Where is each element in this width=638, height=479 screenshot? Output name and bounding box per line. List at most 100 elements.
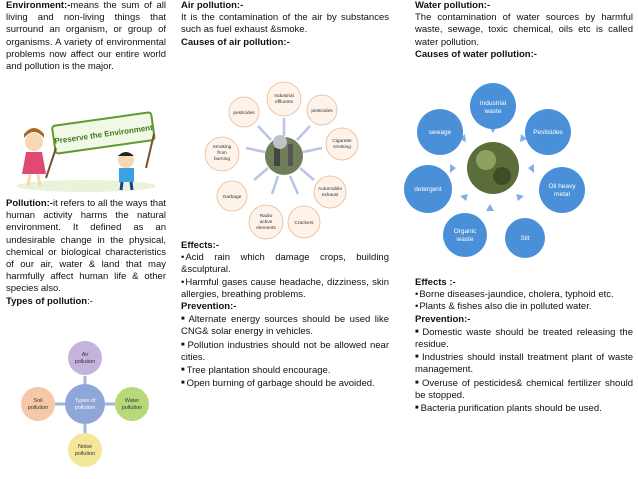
types-heading: Types of pollution:- — [6, 296, 166, 308]
air-cause-crackers: Crackers — [287, 205, 321, 239]
types-label: Types of pollution — [6, 295, 88, 307]
svg-text:pollution: pollution — [75, 405, 96, 411]
air-causes-title: Causes of air pollution:- — [181, 36, 290, 48]
water-effect-item: Borne diseases-jaundice, cholera, typhoi… — [415, 289, 633, 301]
air-cause-smoking-burning-label: Smoking — [213, 144, 232, 150]
types-of-pollution-diagram: Types of pollution Air pollution Water p… — [21, 341, 149, 467]
environment-text: means the sum of all living and non-livi… — [6, 0, 166, 73]
air-effect-item: Harmful gases cause headache, dizziness,… — [181, 277, 389, 301]
water-prevention-item: Domestic waste should be treated releasi… — [415, 326, 633, 351]
pollution-definition: Pollution:-it refers to all the ways tha… — [6, 198, 166, 308]
soil-pollution-label: Soil — [33, 398, 42, 404]
svg-text:waste: waste — [456, 236, 474, 243]
svg-text:elements: elements — [256, 225, 276, 231]
air-cause-pesticides-left: pesticides — [228, 96, 260, 128]
water-prevention-item: Industries should install treatment plan… — [415, 351, 633, 376]
noise-pollution-label: Noise — [78, 444, 92, 450]
air-center-photo — [265, 135, 303, 175]
water-effects-section: Effects :- Borne diseases-jaundice, chol… — [415, 277, 633, 415]
air-pollution-label: Air — [82, 352, 89, 358]
air-prevention-title: Prevention:- — [181, 301, 237, 313]
air-cause-pesticides-right: pesticides — [306, 94, 338, 126]
column-water-pollution: Water pollution:- The contamination of w… — [415, 0, 633, 61]
air-prevention-item: Open burning of garbage should be avoide… — [181, 377, 389, 390]
air-cause-garbage-label: Garbage — [223, 194, 242, 200]
air-prevention-item: Tree plantation should encourage. — [181, 364, 389, 377]
air-intro: It is the contamination of the air by su… — [181, 12, 389, 36]
air-prevention-item: Alternate energy sources should be used … — [181, 313, 389, 338]
water-cause-detergent: detergent — [404, 165, 452, 213]
svg-text:pollution: pollution — [122, 405, 143, 411]
water-prevention-title: Prevention:- — [415, 313, 471, 325]
air-cause-automobile-label: Automobile — [318, 186, 342, 192]
air-cause-cigarette-label: Cigarette — [332, 138, 352, 144]
water-pollution-label: Water — [125, 398, 140, 404]
water-cause-pesticides-label: Pesticides — [533, 129, 563, 136]
svg-text:exhaust: exhaust — [322, 192, 339, 198]
air-title: Air pollution:- — [181, 0, 244, 11]
air-cause-crackers-label: Crackers — [294, 220, 314, 226]
pollution-paragraph: Pollution:-it refers to all the ways tha… — [6, 198, 166, 296]
svg-text:smoking: smoking — [333, 144, 351, 150]
water-center-photo — [467, 142, 519, 194]
types-center-label: Types of — [75, 398, 96, 404]
water-cause-sewage: sewage — [417, 109, 463, 155]
types-suffix: :- — [87, 295, 93, 307]
water-causes-title: Causes of water pollution:- — [415, 48, 537, 60]
air-effects-title: Effects:- — [181, 240, 220, 251]
column-environment: Environment:-means the sum of all living… — [6, 0, 166, 73]
svg-text:waste: waste — [484, 108, 502, 115]
preserve-environment-illustration: Preserve the Environment — [16, 111, 156, 192]
column-air-pollution: Air pollution:- It is the contamination … — [181, 0, 389, 49]
svg-text:pollution: pollution — [75, 359, 96, 365]
types-center-node: Types of pollution — [65, 384, 105, 424]
air-cause-pesticides-left-label: pesticides — [233, 110, 255, 116]
svg-text:burning: burning — [214, 156, 230, 162]
water-cause-organic-label: Organic — [454, 228, 478, 235]
water-effect-item: Plants & fishes also die in polluted wat… — [415, 301, 633, 313]
air-cause-garbage: Garbage — [216, 180, 248, 212]
svg-text:metal: metal — [554, 191, 570, 198]
pollution-label: Pollution:- — [6, 198, 53, 209]
types-node-air: Air pollution — [68, 341, 102, 375]
water-effects-title: Effects :- — [415, 277, 456, 288]
pollution-text: it refers to all the ways that human act… — [6, 198, 166, 295]
air-cause-industrial-label: Industrial — [274, 93, 293, 99]
types-node-soil: Soil pollution — [21, 387, 55, 421]
water-intro: The contamination of water sources by ha… — [415, 12, 633, 48]
water-prevention-item: Overuse of pesticides& chemical fertiliz… — [415, 377, 633, 402]
air-effects-section: Effects:- Acid rain which damage crops, … — [181, 240, 389, 390]
water-cause-silt-label: Silt — [520, 235, 529, 242]
water-title: Water pollution:- — [415, 0, 491, 11]
water-cause-industrial-label: Industrial — [480, 100, 507, 107]
svg-text:pollution: pollution — [75, 451, 96, 457]
svg-text:pollution: pollution — [28, 405, 49, 411]
water-prevention-item: Bacteria purification plants should be u… — [415, 402, 633, 415]
air-cause-radioactive-label: Radio — [260, 213, 273, 219]
svg-text:active: active — [260, 219, 273, 225]
water-cause-detergent-label: detergent — [414, 186, 442, 193]
water-cause-oil-label: Oil heavy — [548, 183, 576, 190]
svg-text:effluents: effluents — [275, 99, 294, 105]
types-node-noise: Noise pollution — [68, 433, 102, 467]
svg-text:from: from — [217, 150, 227, 156]
air-cause-pesticides-right-label: pesticides — [311, 108, 333, 114]
water-cause-pesticides: Pesticides — [525, 109, 571, 155]
air-effect-item: Acid rain which damage crops, building &… — [181, 252, 389, 276]
water-cause-silt: Silt — [505, 218, 545, 258]
environment-label: Environment:- — [6, 0, 71, 11]
types-node-water: Water pollution — [115, 387, 149, 421]
water-cause-sewage-label: sewage — [429, 129, 452, 136]
air-prevention-item: Pollution industries should not be allow… — [181, 339, 389, 364]
environment-paragraph: Environment:-means the sum of all living… — [6, 0, 166, 73]
